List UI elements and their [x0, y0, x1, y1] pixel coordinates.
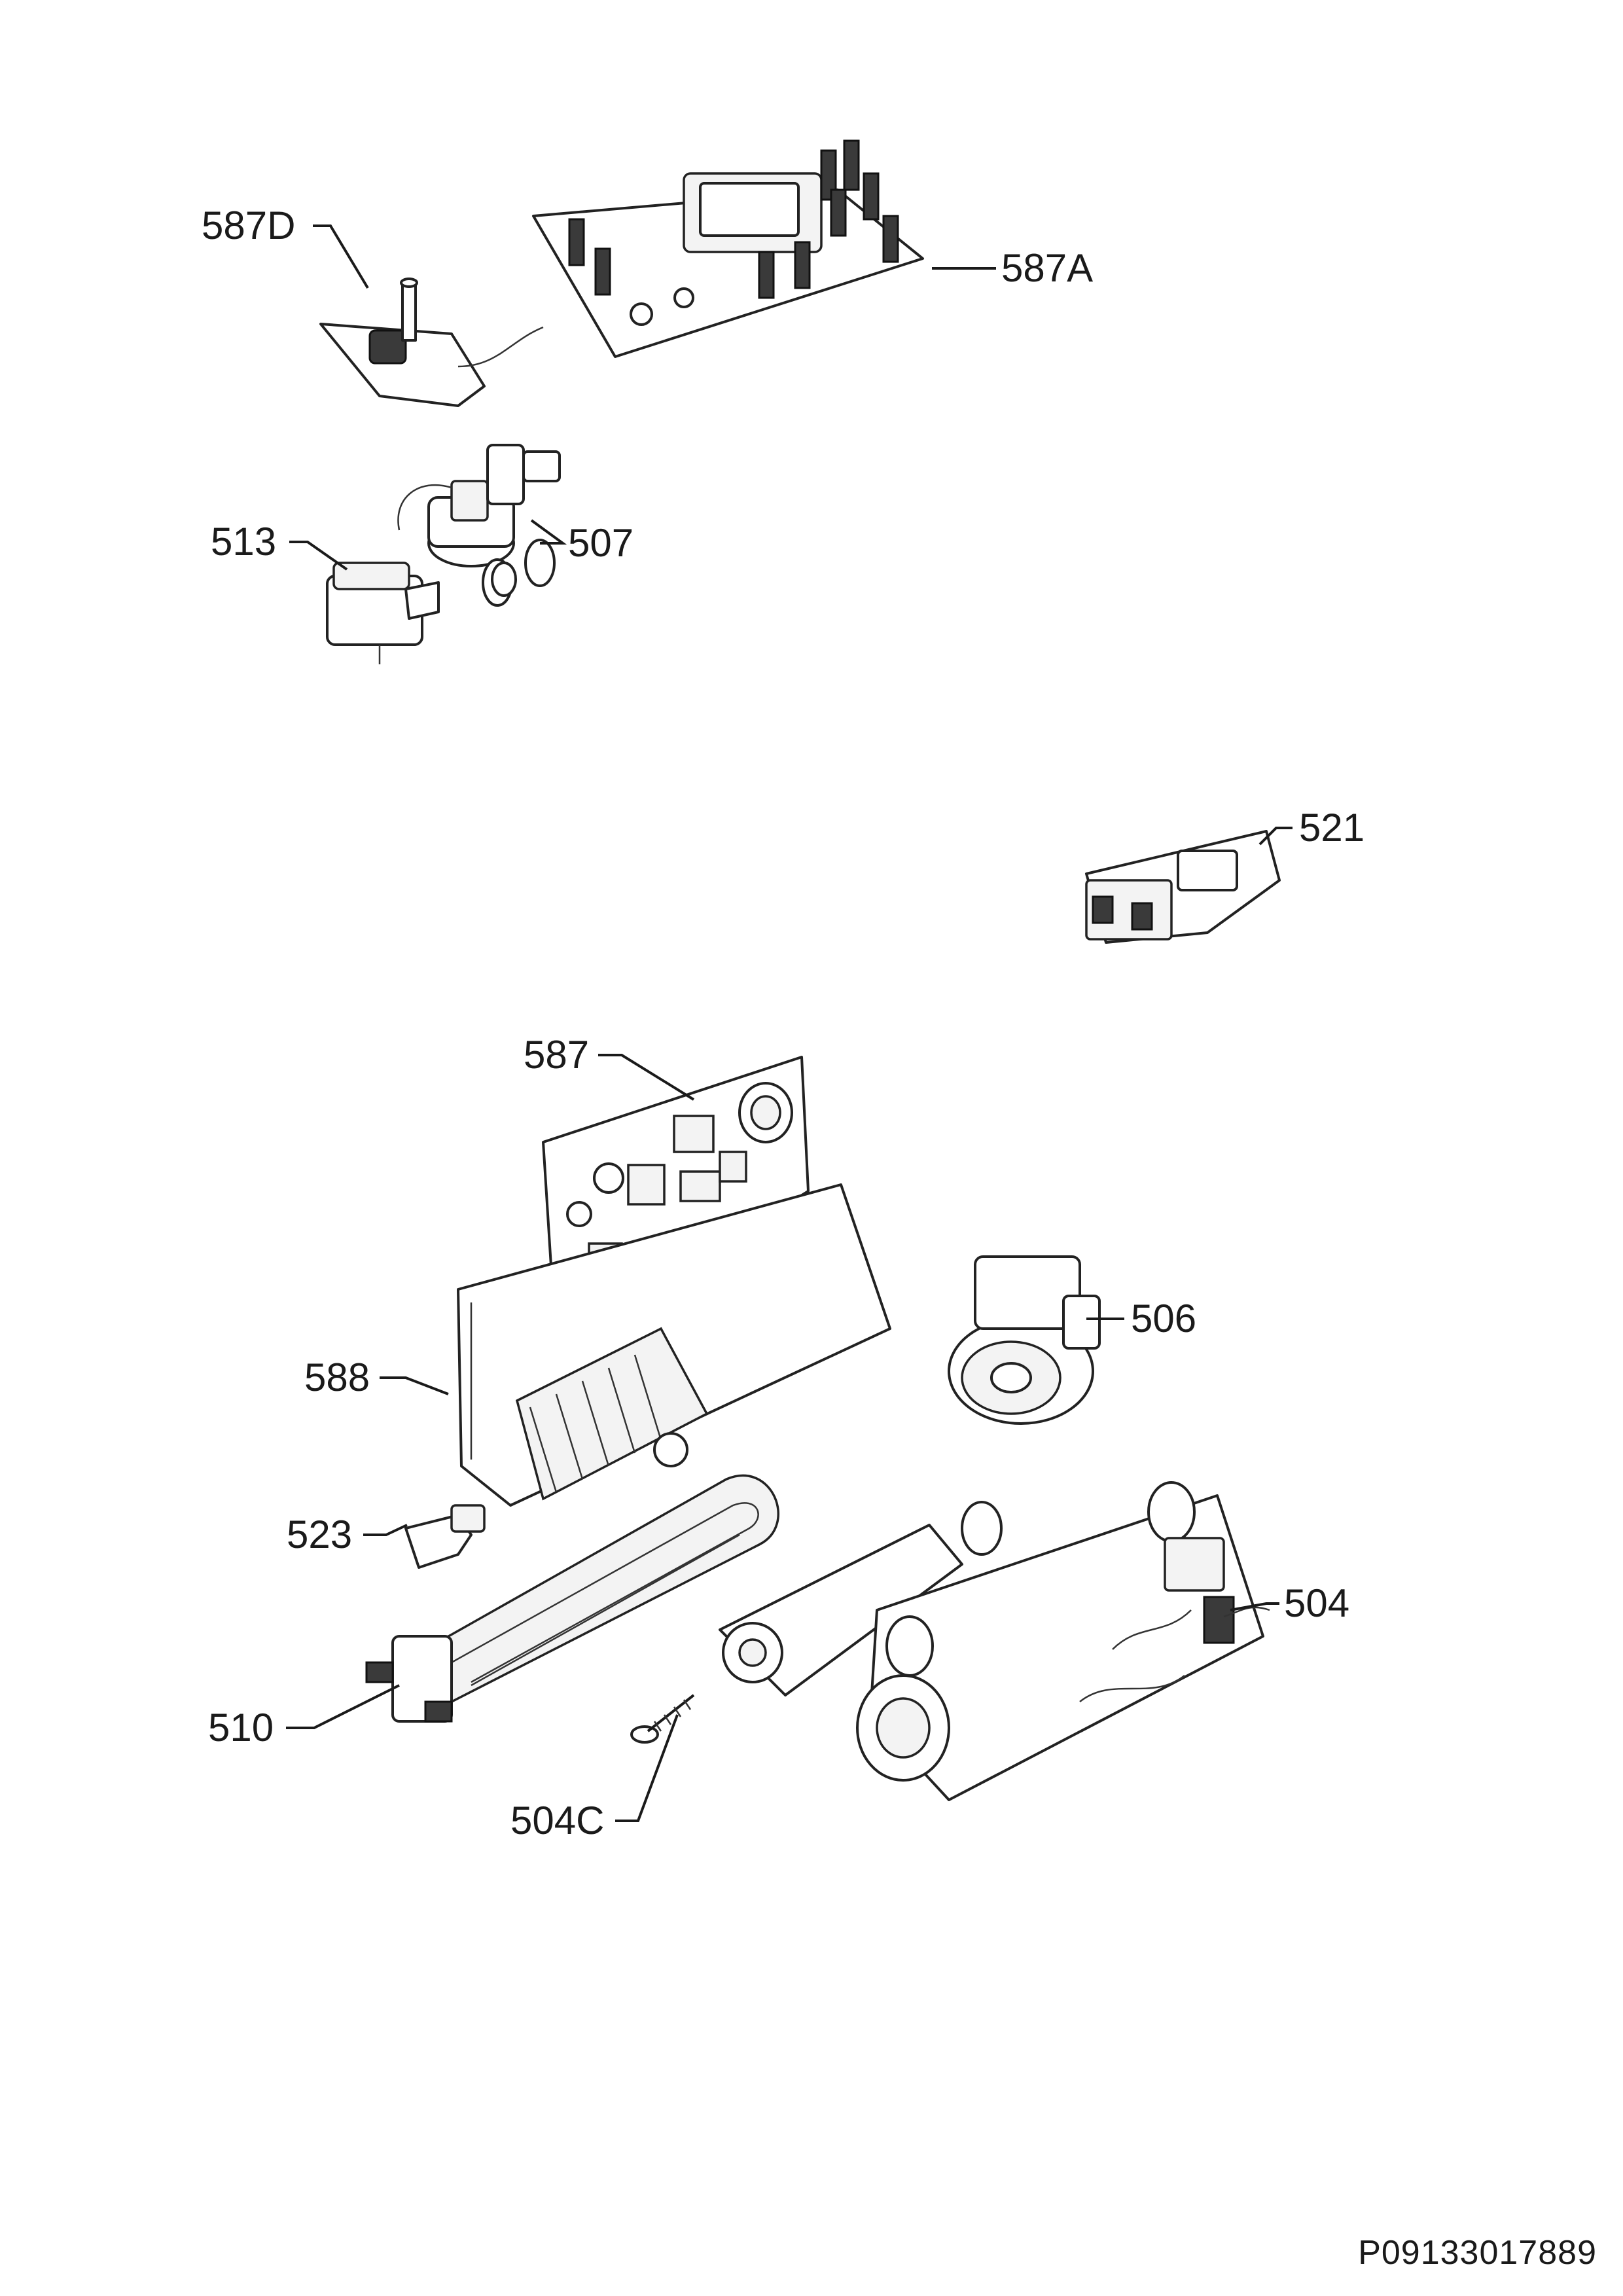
callout-504: 504: [1284, 1581, 1349, 1625]
part-523-cable-clip: [404, 1504, 486, 1569]
leader-lines: [286, 224, 1293, 1822]
callout-506: 506: [1131, 1297, 1196, 1340]
callout-587: 587: [524, 1033, 589, 1077]
housing-ribs: [529, 1354, 662, 1493]
callout-513: 513: [211, 520, 276, 564]
callout-587A: 587A: [1001, 246, 1093, 290]
part-588-board-housing: [457, 1183, 891, 1507]
callout-507: 507: [568, 521, 633, 565]
callout-521: 521: [1299, 806, 1364, 850]
callout-523: 523: [287, 1513, 352, 1556]
drawing-code: P09133017889: [1358, 2234, 1597, 2272]
push-buttons: [568, 139, 899, 299]
callout-510: 510: [208, 1706, 274, 1749]
part-587D-selector-board: [319, 278, 544, 407]
callout-587D: 587D: [202, 204, 295, 247]
part-504C-screw: [630, 1694, 695, 1744]
part-510-heating-element: [365, 1474, 779, 1723]
part-507-inlet-valve: [397, 444, 561, 607]
part-513-pressure-switch: [326, 562, 440, 664]
part-504-motor: [719, 1481, 1270, 1801]
part-587A-control-panel-board: [532, 139, 924, 358]
part-521-door-lock: [1085, 830, 1281, 944]
callout-588: 588: [304, 1355, 370, 1399]
callout-504C: 504C: [510, 1799, 604, 1842]
callout-labels: 587D 587A 513 507 521 587 506 588 523 50…: [202, 204, 1364, 1842]
part-506-drain-pump: [948, 1255, 1101, 1425]
